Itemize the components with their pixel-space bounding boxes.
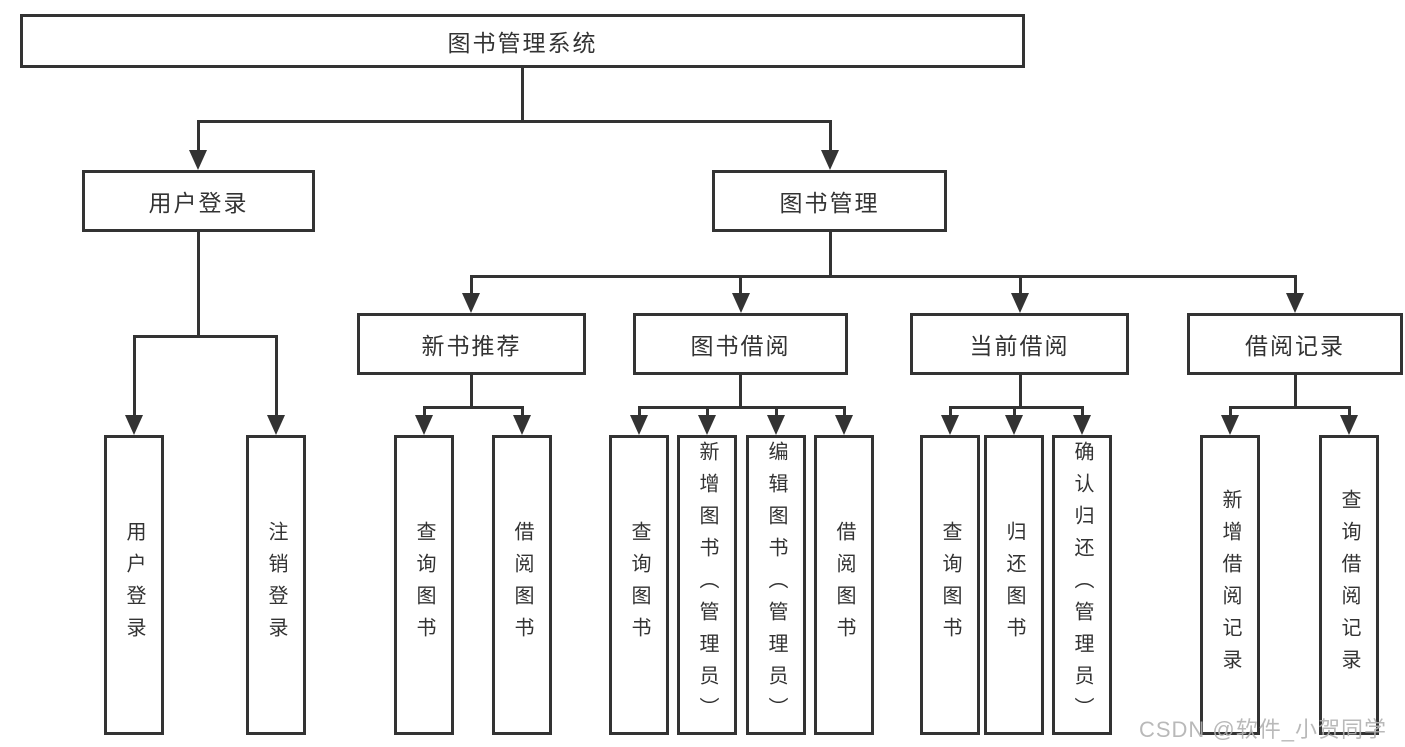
connector-line bbox=[739, 275, 742, 295]
leaf-borrow-books-recommend-label: 借阅图书 bbox=[511, 521, 533, 649]
node-new-book-recommend: 新书推荐 bbox=[357, 313, 586, 375]
leaf-query-books-borrow-label: 查询图书 bbox=[628, 521, 650, 649]
connector-line bbox=[842, 406, 846, 417]
connector-line bbox=[637, 406, 641, 417]
root-node-label: 图书管理系统 bbox=[447, 30, 598, 56]
arrow-down-icon bbox=[1011, 293, 1029, 313]
root-node: 图书管理系统 bbox=[20, 14, 1025, 68]
leaf-user-login: 用户登录 bbox=[104, 435, 164, 735]
arrow-down-icon bbox=[513, 415, 531, 435]
connector-line bbox=[196, 120, 832, 123]
connector-line bbox=[1018, 375, 1022, 406]
arrow-down-icon bbox=[1340, 415, 1358, 435]
connector-line bbox=[196, 120, 200, 152]
leaf-return-books: 归还图书 bbox=[984, 435, 1044, 735]
connector-line bbox=[1347, 406, 1351, 417]
leaf-add-borrow-record-label: 新增借阅记录 bbox=[1219, 489, 1241, 681]
connector-line bbox=[705, 406, 709, 417]
connector-line bbox=[274, 335, 278, 417]
arrow-down-icon bbox=[767, 415, 785, 435]
leaf-query-borrow-record: 查询借阅记录 bbox=[1319, 435, 1379, 735]
connector-line bbox=[948, 406, 1084, 409]
connector-line bbox=[1293, 275, 1297, 295]
node-user-login-label: 用户登录 bbox=[148, 190, 249, 216]
connector-line bbox=[637, 406, 846, 409]
arrow-down-icon bbox=[415, 415, 433, 435]
leaf-return-books-label: 归还图书 bbox=[1003, 521, 1025, 649]
leaf-borrow-books-label: 借阅图书 bbox=[833, 521, 855, 649]
leaf-query-books-borrow: 查询图书 bbox=[609, 435, 669, 735]
node-new-book-recommend-label: 新书推荐 bbox=[421, 333, 522, 359]
arrow-down-icon bbox=[698, 415, 716, 435]
arrow-down-icon bbox=[1005, 415, 1023, 435]
leaf-user-login-label: 用户登录 bbox=[123, 521, 145, 649]
leaf-confirm-return-admin-label: 确认归还（管理员） bbox=[1071, 441, 1093, 729]
connector-line bbox=[828, 232, 832, 275]
node-book-borrow-label: 图书借阅 bbox=[690, 333, 791, 359]
connector-line bbox=[520, 68, 524, 120]
connector-line bbox=[828, 120, 832, 152]
leaf-edit-books-admin: 编辑图书（管理员） bbox=[746, 435, 806, 735]
leaf-add-borrow-record: 新增借阅记录 bbox=[1200, 435, 1260, 735]
arrow-down-icon bbox=[1286, 293, 1304, 313]
connector-line bbox=[422, 406, 524, 409]
leaf-query-books-recommend: 查询图书 bbox=[394, 435, 454, 735]
arrow-down-icon bbox=[731, 293, 750, 313]
watermark: CSDN @软件_小贺同学 bbox=[1138, 717, 1387, 742]
connector-line bbox=[470, 375, 473, 406]
arrow-down-icon bbox=[267, 415, 285, 435]
leaf-borrow-books: 借阅图书 bbox=[814, 435, 874, 735]
node-borrow-records-label: 借阅记录 bbox=[1245, 333, 1345, 359]
arrow-down-icon bbox=[1221, 415, 1239, 435]
connector-line bbox=[1228, 406, 1232, 417]
leaf-borrow-books-recommend: 借阅图书 bbox=[492, 435, 552, 735]
leaf-edit-books-admin-label: 编辑图书（管理员） bbox=[765, 441, 787, 729]
leaf-query-books-current: 查询图书 bbox=[920, 435, 980, 735]
connector-line bbox=[1293, 375, 1297, 406]
connector-line bbox=[1018, 275, 1022, 295]
leaf-query-borrow-record-label: 查询借阅记录 bbox=[1338, 489, 1360, 681]
connector-line bbox=[422, 406, 426, 417]
arrow-down-icon bbox=[462, 293, 480, 313]
connector-line bbox=[132, 335, 278, 338]
connector-line bbox=[469, 275, 473, 295]
node-borrow-records: 借阅记录 bbox=[1187, 313, 1403, 375]
arrow-down-icon bbox=[941, 415, 959, 435]
node-book-borrow: 图书借阅 bbox=[633, 313, 848, 375]
node-current-borrow-label: 当前借阅 bbox=[969, 333, 1070, 359]
leaf-add-books-admin: 新增图书（管理员） bbox=[677, 435, 737, 735]
connector-line bbox=[132, 335, 136, 417]
leaf-confirm-return-admin: 确认归还（管理员） bbox=[1052, 435, 1112, 735]
connector-line bbox=[520, 406, 524, 417]
connector-line bbox=[1012, 406, 1016, 417]
connector-line bbox=[739, 375, 742, 406]
node-book-management-label: 图书管理 bbox=[779, 190, 880, 216]
arrow-down-icon bbox=[189, 150, 207, 170]
arrow-down-icon bbox=[125, 415, 143, 435]
connector-line bbox=[948, 406, 952, 417]
leaf-add-books-admin-label: 新增图书（管理员） bbox=[696, 441, 718, 729]
arrow-down-icon bbox=[1073, 415, 1091, 435]
connector-line bbox=[196, 232, 200, 335]
leaf-logout-label: 注销登录 bbox=[265, 521, 287, 649]
connector-line bbox=[1080, 406, 1084, 417]
node-book-management: 图书管理 bbox=[712, 170, 947, 232]
arrow-down-icon bbox=[835, 415, 853, 435]
arrow-down-icon bbox=[821, 150, 839, 170]
leaf-logout: 注销登录 bbox=[246, 435, 306, 735]
connector-line bbox=[469, 275, 1297, 278]
arrow-down-icon bbox=[630, 415, 648, 435]
node-current-borrow: 当前借阅 bbox=[910, 313, 1129, 375]
connector-line bbox=[774, 406, 778, 417]
node-user-login: 用户登录 bbox=[82, 170, 315, 232]
connector-line bbox=[1228, 406, 1351, 409]
leaf-query-books-recommend-label: 查询图书 bbox=[413, 521, 435, 649]
leaf-query-books-current-label: 查询图书 bbox=[939, 521, 961, 649]
